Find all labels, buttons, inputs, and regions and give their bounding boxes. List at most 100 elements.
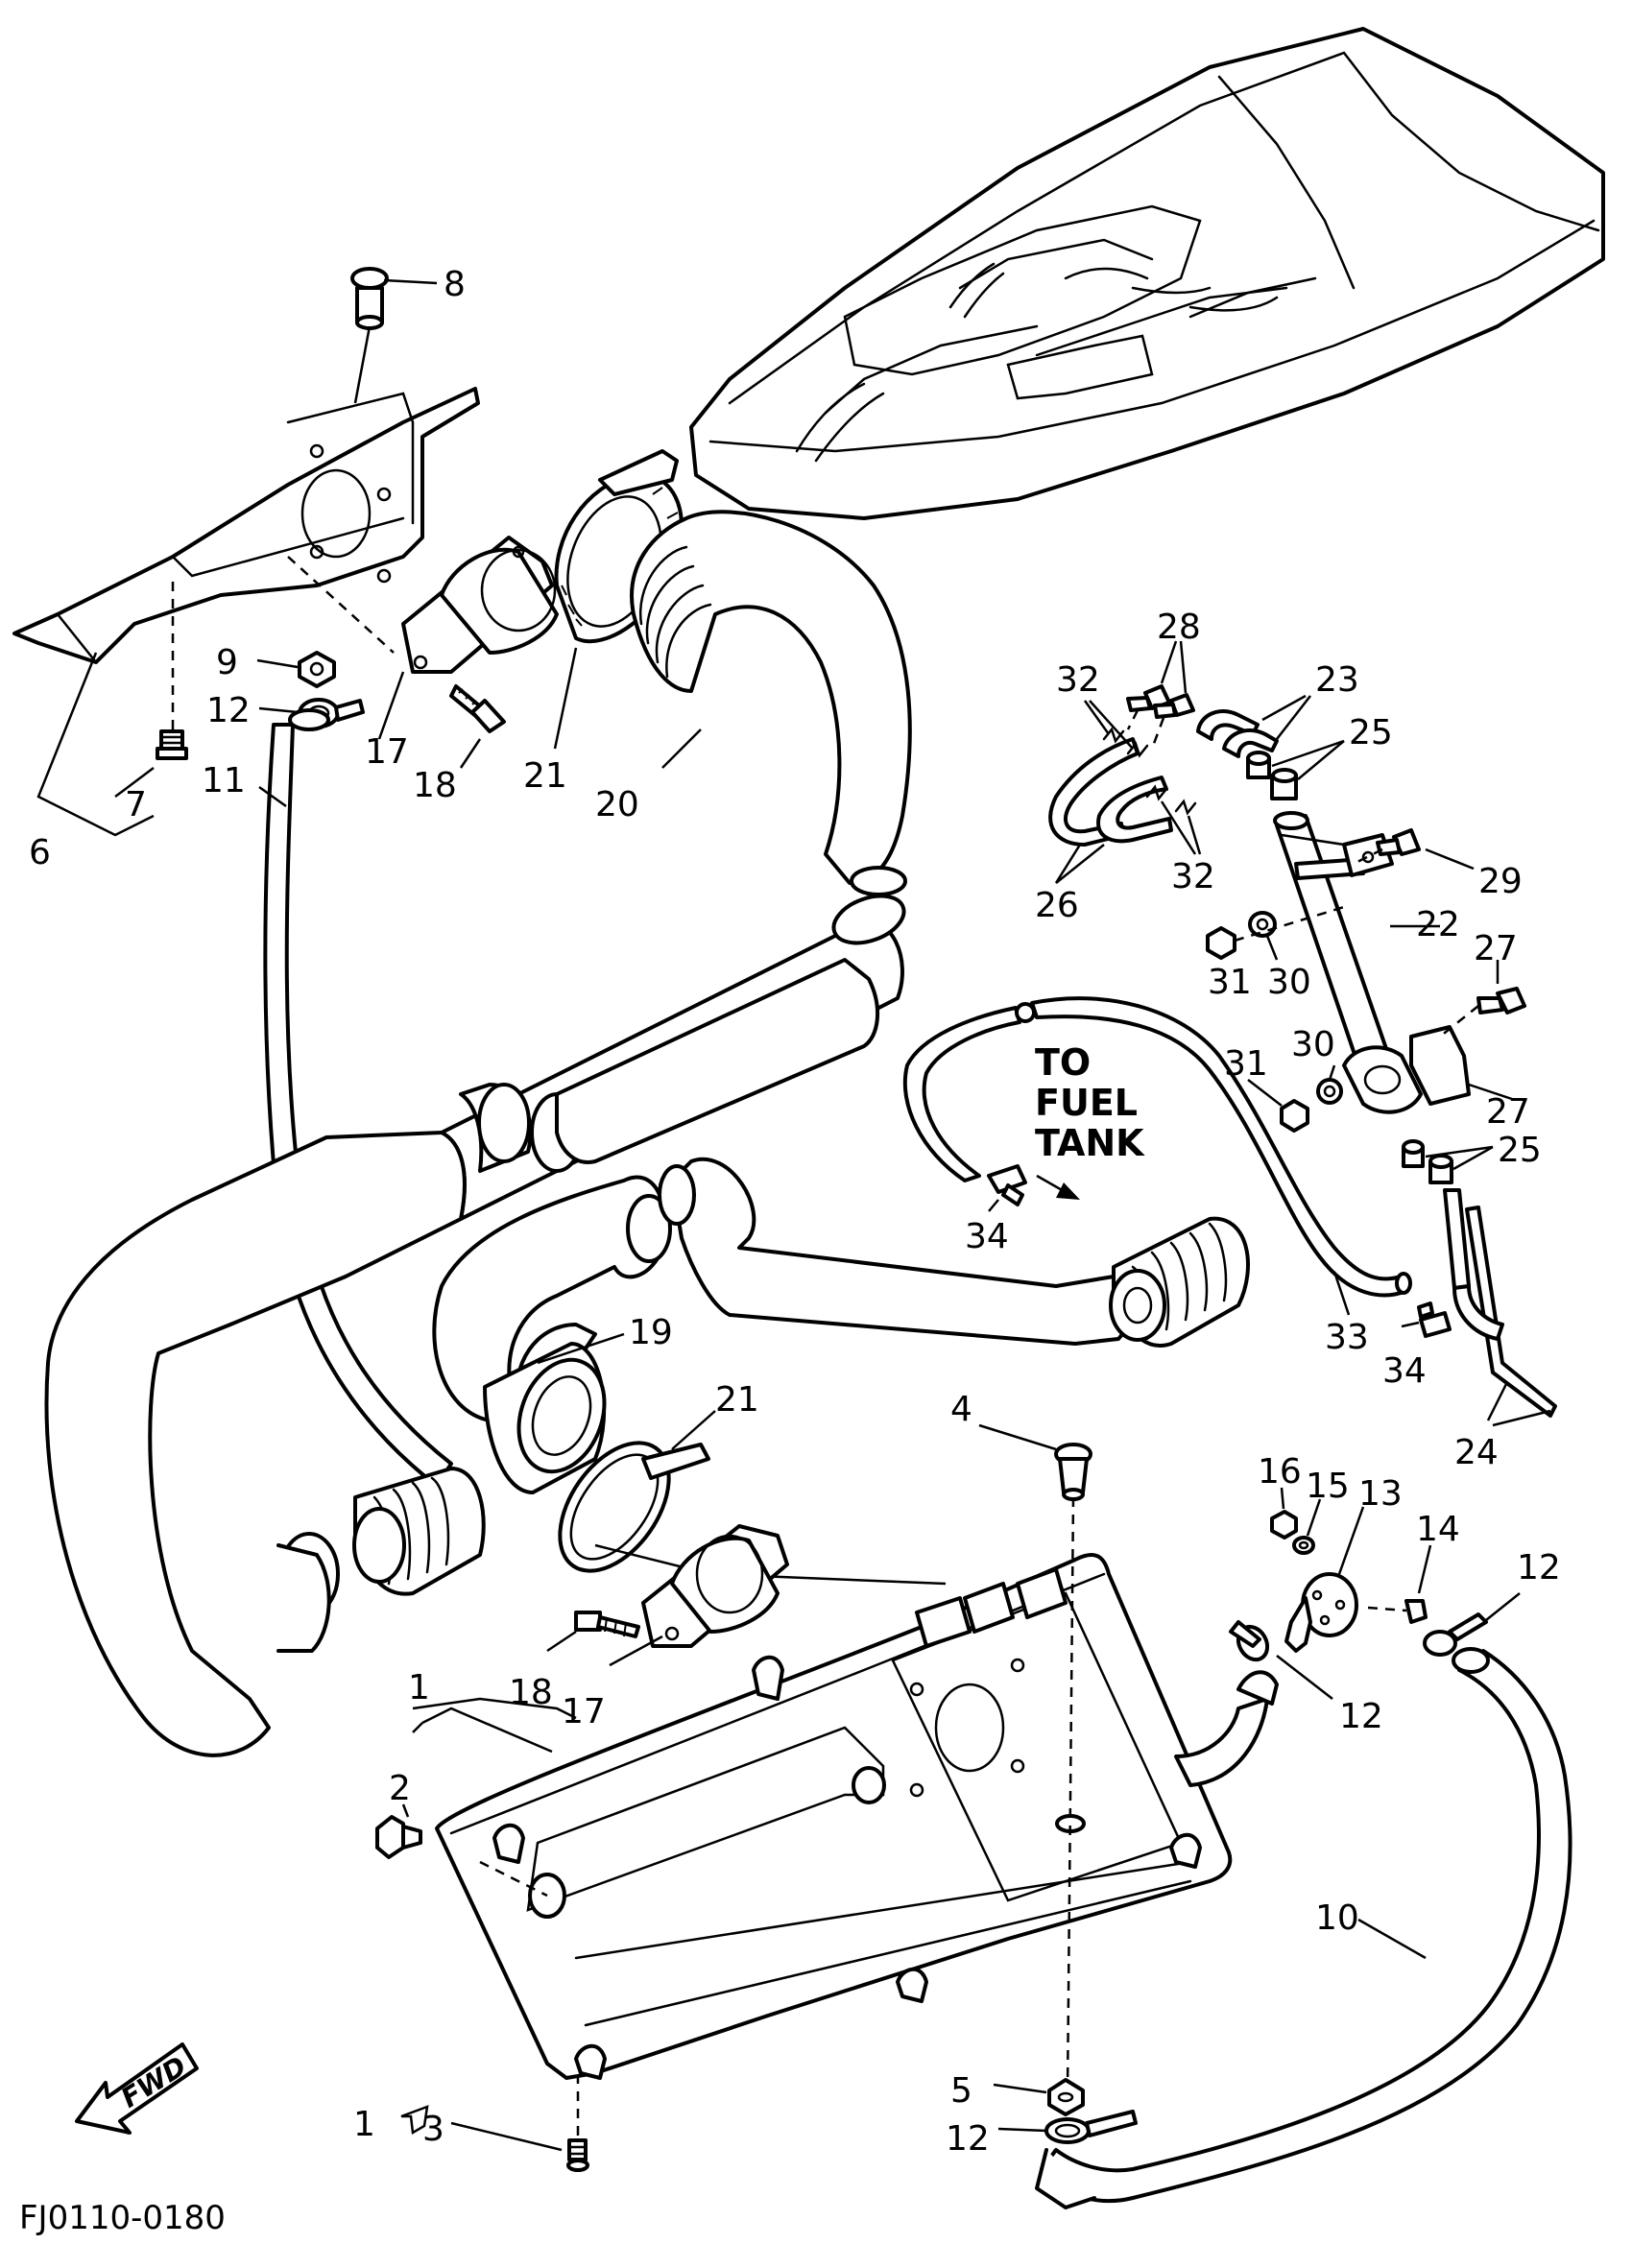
fitting-part-13	[1284, 1506, 1365, 1653]
nut-part-16	[1270, 1487, 1298, 1540]
callout-6: 6	[29, 833, 51, 872]
callout-25: 25	[1498, 1131, 1542, 1170]
rubber-bellows-right	[1109, 1216, 1250, 1348]
screw-part-27	[1439, 960, 1526, 1038]
callout-5: 5	[950, 2071, 972, 2111]
callout-24: 24	[1454, 1433, 1499, 1472]
callout-15: 15	[1306, 1467, 1350, 1506]
callout-4: 4	[950, 1390, 972, 1429]
callout-30: 30	[1291, 1025, 1335, 1064]
callout-29: 29	[1478, 862, 1523, 901]
clip-part-32-lower	[1145, 784, 1202, 855]
callout-12: 12	[206, 691, 251, 730]
callout-17: 17	[562, 1692, 606, 1731]
cap-part-25-upper	[1246, 739, 1345, 800]
fuel-tank-note-line-2: FUEL	[1035, 1082, 1138, 1124]
callout-2: 2	[389, 1769, 411, 1808]
water-box-part-1	[412, 1543, 1233, 2080]
cap-part-25-lower	[1402, 1139, 1494, 1184]
drawing-code: FJ0110-0180	[19, 2199, 226, 2237]
callout-33: 33	[1325, 1318, 1369, 1357]
hose-clamp-part-34-left	[987, 1164, 1027, 1212]
fuel-tank-direction	[1036, 1174, 1080, 1200]
screw-part-18-lower	[546, 1611, 640, 1653]
callout-1: 1	[408, 1668, 430, 1707]
callout-27: 27	[1474, 929, 1518, 968]
grommet-part-4	[978, 1423, 1092, 2093]
callout-34: 34	[965, 1217, 1009, 1256]
callout-13: 13	[1358, 1474, 1403, 1514]
callout-26: 26	[1035, 886, 1079, 925]
screw-part-7	[114, 576, 188, 798]
callout-bracket-part-6	[36, 652, 155, 837]
screw-part-3	[400, 2078, 589, 2172]
callout-31: 31	[1208, 963, 1252, 1002]
nut-part-31-lower	[1247, 1079, 1309, 1133]
screw-part-28	[1126, 640, 1195, 750]
callout-14: 14	[1416, 1510, 1460, 1549]
grommet-part-8	[350, 267, 438, 404]
band-clamp-part-21-lower	[558, 1410, 716, 1573]
callout-21: 21	[715, 1380, 759, 1420]
bracket-part-27-lower	[1342, 1025, 1513, 1114]
callout-11: 11	[202, 761, 246, 800]
watercraft-hull-illustration	[689, 27, 1605, 520]
callout-9: 9	[216, 643, 238, 682]
callout-27: 27	[1486, 1092, 1530, 1132]
hose-clamp-part-34-right	[1401, 1301, 1452, 1338]
callout-3: 3	[422, 2110, 444, 2149]
tube-part-23	[1196, 694, 1311, 758]
hose-stub-muffler	[1174, 1670, 1279, 1787]
forward-direction-label: FWD	[115, 2050, 192, 2114]
callout-32: 32	[1056, 660, 1100, 700]
callout-23: 23	[1315, 660, 1359, 700]
callout-32: 32	[1171, 857, 1215, 896]
callout-bracket-part-1	[412, 1707, 553, 1754]
callout-1: 1	[353, 2105, 375, 2144]
upper-cover-part-6	[12, 387, 480, 664]
washer-part-30-lower	[1316, 1064, 1343, 1105]
callout-8: 8	[444, 265, 466, 304]
hose-part-10	[1035, 1647, 1572, 2209]
callout-12: 12	[946, 2119, 990, 2159]
fuel-tank-note: TO FUEL TANK	[1035, 1041, 1145, 1164]
exhaust-pipe-large	[44, 894, 906, 1757]
u-tube-part-26	[1048, 737, 1173, 884]
callout-19: 19	[629, 1313, 673, 1352]
callout-labels: 8 9 12 11 7 6 17 18 21 20 28 32 23 25 32…	[29, 265, 1561, 2159]
hose-clamp-part-12-right	[1423, 1592, 1521, 1657]
callout-18: 18	[509, 1673, 553, 1712]
rubber-bellows-left	[352, 1467, 486, 1596]
plug-part-2	[375, 1803, 422, 1859]
screw-part-18-upper	[449, 684, 506, 769]
nut-part-5	[993, 2078, 1085, 2116]
callout-12: 12	[1339, 1697, 1383, 1736]
nut-part-31-upper	[1206, 905, 1345, 960]
forward-direction-badge	[75, 2042, 199, 2135]
hose-clamp-part-12-muffler	[1229, 1620, 1333, 1700]
callout-31: 31	[1224, 1044, 1268, 1084]
washer-part-30-upper	[1248, 911, 1279, 961]
hose-part-11	[258, 708, 453, 1488]
callout-22: 22	[1416, 905, 1460, 944]
fuel-line-part-33	[902, 996, 1412, 1316]
callout-25: 25	[1349, 713, 1393, 752]
callout-16: 16	[1258, 1452, 1302, 1492]
washer-part-15	[1292, 1498, 1322, 1555]
clip-part-32-upper	[1083, 700, 1149, 758]
screw-part-14	[1367, 1544, 1432, 1624]
exhaust-hose-part-20	[630, 510, 912, 896]
callout-18: 18	[413, 766, 457, 805]
fuel-tank-note-line-3: TANK	[1035, 1122, 1145, 1164]
flange-part-17-upper	[377, 536, 559, 740]
nut-part-9	[256, 651, 336, 688]
callout-17: 17	[365, 732, 409, 772]
callout-20: 20	[595, 785, 639, 824]
hose-clamp-part-12-bottom	[997, 2110, 1138, 2144]
screw-part-29	[1353, 828, 1475, 871]
callout-30: 30	[1267, 963, 1311, 1002]
flange-part-17-lower	[609, 1524, 789, 1667]
callout-10: 10	[1315, 1898, 1359, 1938]
